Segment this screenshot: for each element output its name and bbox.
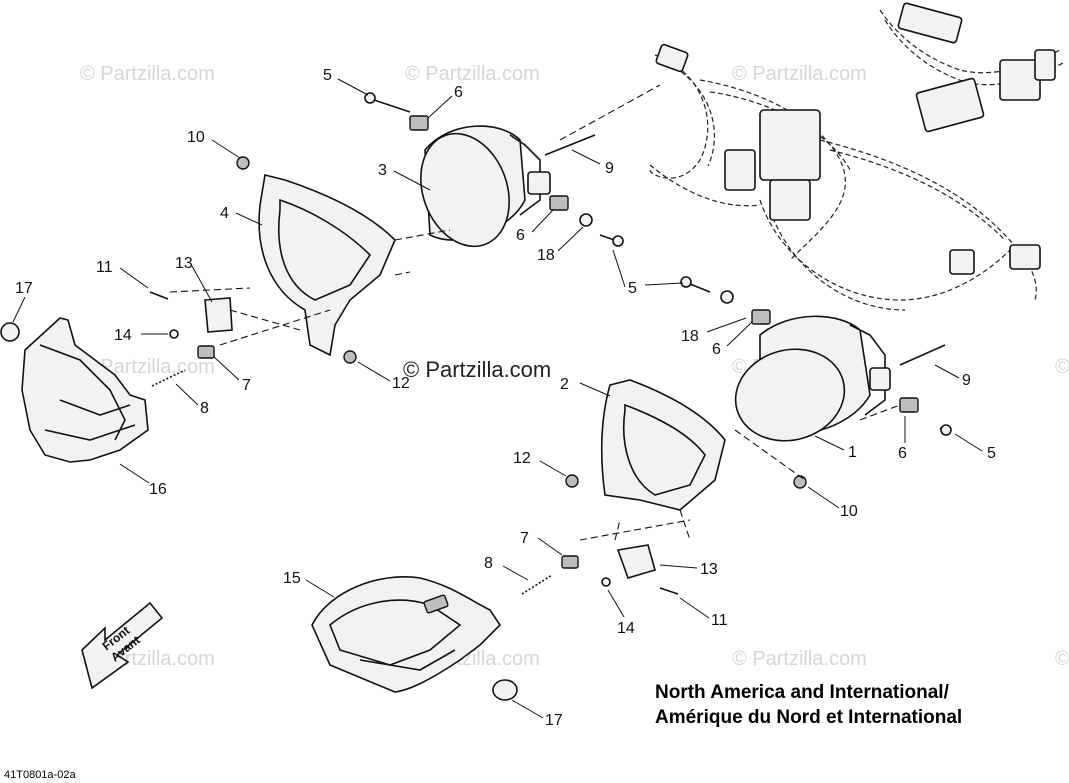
callout-6: 6 bbox=[898, 445, 907, 462]
callout-5: 5 bbox=[323, 67, 332, 84]
housing-cover-left bbox=[21, 317, 149, 463]
watermark: © Partzilla.com bbox=[1055, 356, 1069, 378]
watermark: © Partzilla.com bbox=[405, 63, 540, 85]
callout-7: 7 bbox=[520, 530, 529, 547]
callout-5: 5 bbox=[628, 280, 637, 297]
callout-6: 6 bbox=[516, 227, 525, 244]
callout-14: 14 bbox=[114, 327, 132, 344]
callout-11: 11 bbox=[711, 612, 728, 629]
watermark: © Partzilla.com bbox=[80, 63, 215, 85]
watermarks: © Partzilla.com © Partzilla.com © Partzi… bbox=[80, 63, 1069, 670]
callout-8: 8 bbox=[484, 555, 493, 572]
callout-2: 2 bbox=[560, 376, 569, 393]
region-title-line1: North America and International/ bbox=[655, 682, 950, 703]
watermark: © Partzilla.com bbox=[1055, 648, 1069, 670]
callout-10: 10 bbox=[187, 129, 205, 146]
callout-4: 4 bbox=[220, 205, 229, 222]
watermark: © Partzilla.com bbox=[732, 63, 867, 85]
fasteners bbox=[0, 92, 952, 701]
callout-7: 7 bbox=[242, 377, 251, 394]
callout-18: 18 bbox=[681, 328, 699, 345]
front-arrow: Front Avant bbox=[81, 601, 164, 690]
callout-5: 5 bbox=[987, 445, 996, 462]
headlight-upper bbox=[420, 84, 661, 248]
headlight-lower bbox=[734, 315, 891, 442]
callout-12: 12 bbox=[392, 375, 410, 392]
callout-11: 11 bbox=[96, 259, 113, 276]
callout-1: 1 bbox=[848, 444, 857, 461]
callout-3: 3 bbox=[378, 162, 387, 179]
callout-18: 18 bbox=[537, 247, 555, 264]
region-title-line2: Amérique du Nord et International bbox=[655, 707, 962, 728]
callout-15: 15 bbox=[283, 570, 301, 587]
callout-17: 17 bbox=[15, 280, 33, 297]
bracket-upper bbox=[258, 174, 451, 357]
callout-6: 6 bbox=[454, 84, 463, 101]
callout-17: 17 bbox=[545, 712, 563, 729]
watermark: © Partzilla.com bbox=[732, 648, 867, 670]
callout-14: 14 bbox=[617, 620, 635, 637]
housing-cover-lower bbox=[311, 576, 502, 693]
leader-lines bbox=[12, 78, 983, 719]
callouts: 5 6 10 3 9 4 6 18 5 11 13 17 14 7 12 8 1… bbox=[15, 67, 996, 729]
center-watermark: © Partzilla.com bbox=[403, 357, 551, 382]
wiring-harness bbox=[649, 2, 1066, 311]
callout-13: 13 bbox=[175, 255, 193, 272]
diagram-code: 41T0801a-02a bbox=[4, 769, 76, 781]
callout-6: 6 bbox=[712, 341, 721, 358]
callout-9: 9 bbox=[605, 160, 614, 177]
callout-9: 9 bbox=[962, 372, 971, 389]
alignment-lines bbox=[169, 287, 901, 541]
callout-13: 13 bbox=[700, 561, 718, 578]
callout-16: 16 bbox=[149, 481, 167, 498]
region-title: North America and International/ Amériqu… bbox=[655, 682, 962, 728]
callout-12: 12 bbox=[513, 450, 531, 467]
bracket-lower bbox=[600, 379, 726, 511]
callout-8: 8 bbox=[200, 400, 209, 417]
callout-10: 10 bbox=[840, 503, 858, 520]
